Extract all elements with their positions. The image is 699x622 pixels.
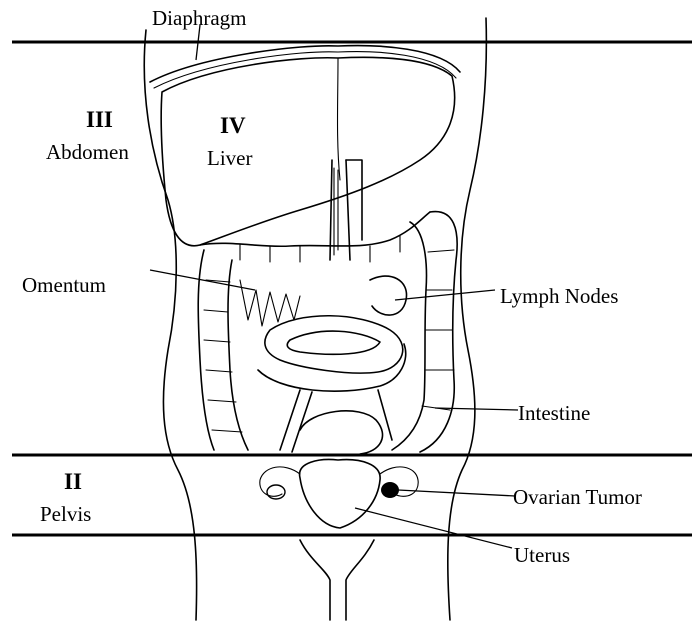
uterus-label: Uterus <box>514 543 570 567</box>
stage-iv-numeral: IV <box>220 113 246 138</box>
diaphragm-label: Diaphragm <box>152 6 246 30</box>
uterus-tube-left <box>260 467 300 496</box>
liver <box>161 57 454 245</box>
ovarian-tumor-label: Ovarian Tumor <box>513 485 642 509</box>
stage-ii-name: Pelvis <box>40 502 91 526</box>
torso-outline-left <box>144 30 196 620</box>
colon-transverse <box>200 212 430 246</box>
diaphragm-inner <box>154 52 456 88</box>
ovary-left <box>267 485 285 499</box>
omentum <box>240 280 300 326</box>
leader-lymph-nodes <box>395 290 495 300</box>
stage-ii-numeral: II <box>64 469 82 494</box>
ovarian-tumor-mass <box>381 482 399 498</box>
vessel-fill <box>334 168 338 255</box>
small-intestine <box>258 316 406 391</box>
leader-ovarian-tumor <box>398 490 515 496</box>
iliac-vessels <box>280 390 392 452</box>
uterus <box>300 460 381 528</box>
leader-uterus <box>355 508 512 548</box>
pelvic-mass <box>300 411 383 454</box>
stage-iv-name: Liver <box>207 146 252 170</box>
stage-iii-numeral: III <box>86 107 113 132</box>
liver-lobe-line <box>338 58 341 180</box>
leader-omentum <box>150 270 255 290</box>
intestine-label: Intestine <box>518 401 590 425</box>
lymph-nodes-label: Lymph Nodes <box>500 284 618 308</box>
intestine-loop-right <box>370 276 407 315</box>
omentum-label: Omentum <box>22 273 106 297</box>
lower-canal <box>300 540 374 620</box>
stage-iii-name: Abdomen <box>46 140 129 164</box>
colon-haustra <box>204 236 454 432</box>
